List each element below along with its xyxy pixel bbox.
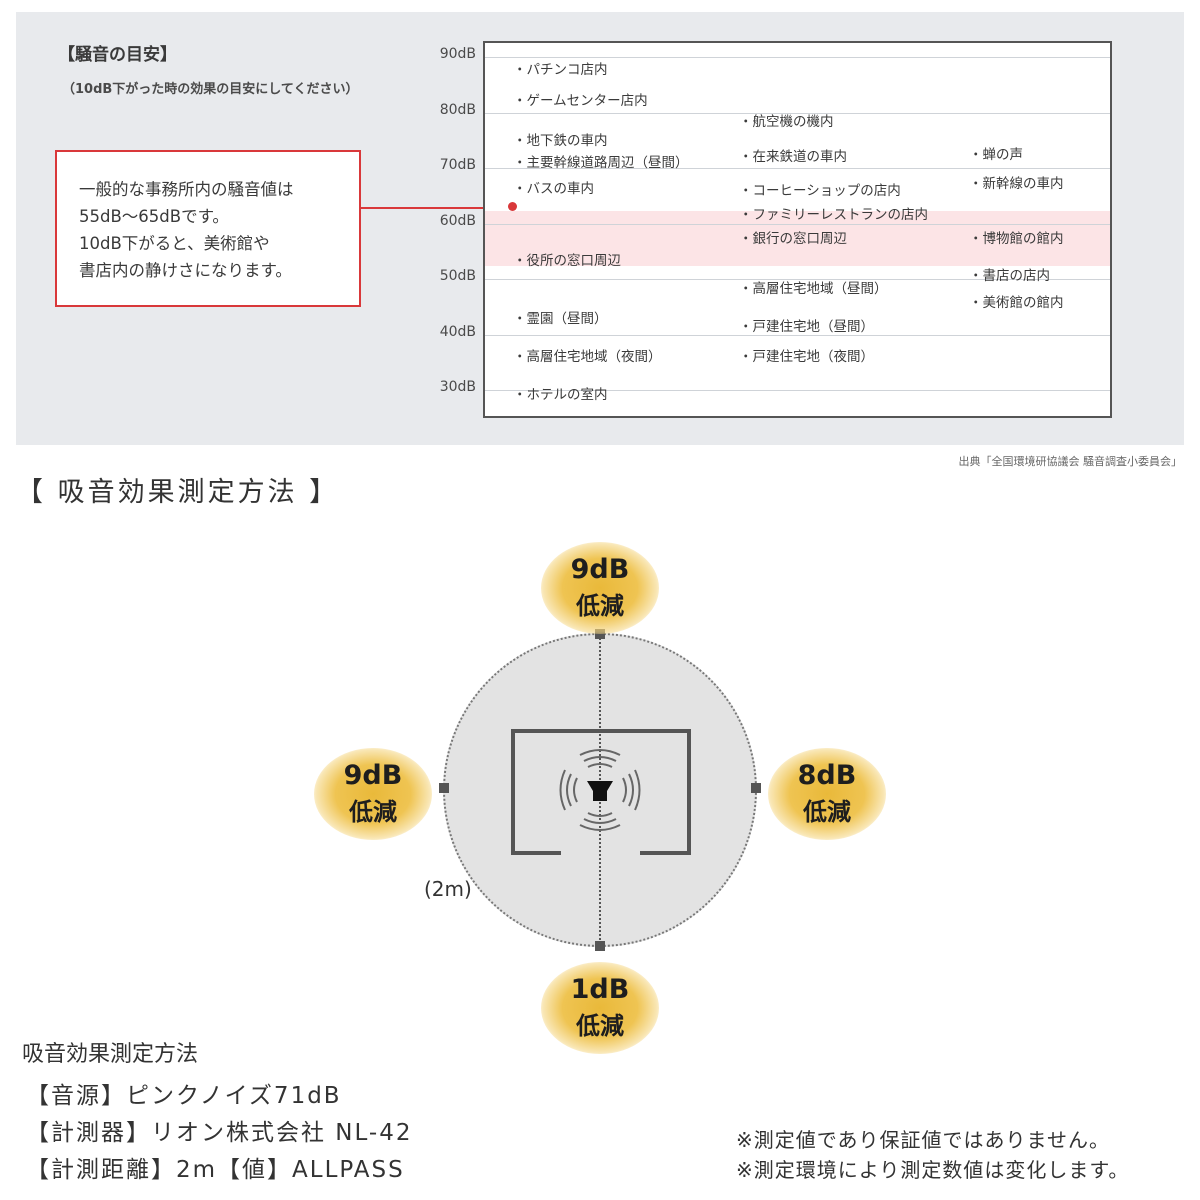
enclosure-floor-right — [640, 851, 691, 855]
office-noise-callout: 一般的な事務所内の騒音値は 55dB～65dBです。 10dB下がると、美術館や… — [55, 150, 361, 307]
office-noise-highlight-band — [485, 211, 1110, 266]
noise-item: ・美術館の館内 — [969, 295, 1064, 311]
noise-item: ・航空機の機内 — [739, 114, 834, 130]
noise-item: ・新幹線の車内 — [969, 176, 1064, 192]
method-heading: 【 吸音効果測定方法 】 — [16, 477, 340, 508]
grid-line-70 — [485, 168, 1110, 169]
noise-item: ・ファミリーレストランの店内 — [739, 207, 928, 223]
db-tick-label: 70dB — [439, 157, 476, 173]
noise-item: ・バスの車内 — [513, 181, 594, 197]
spec-distance-value: 【計測距離】2m【値】ALLPASS — [26, 1157, 405, 1183]
measure-point-bottom — [595, 941, 605, 951]
noise-item: ・蝉の声 — [969, 147, 1023, 163]
measure-point-top — [595, 629, 605, 639]
noise-item: ・ゲームセンター店内 — [513, 93, 648, 109]
db-tick-label: 50dB — [439, 268, 476, 284]
callout-line: 書店内の静けさになります。 — [79, 261, 292, 280]
noise-guide-subtitle: （10dB下がった時の効果の目安にしてください） — [62, 82, 359, 97]
noise-guide-title: 【騒音の目安】 — [58, 45, 177, 65]
speaker-icon — [559, 749, 641, 831]
reduction-value: 8dB — [797, 760, 857, 791]
db-tick-label: 80dB — [439, 102, 476, 118]
reduction-value: 9dB — [343, 760, 403, 791]
db-tick-label: 40dB — [439, 324, 476, 340]
distance-label: (2m) — [424, 877, 472, 901]
source-citation: 出典「全国環境研協議会 騒音調査小委員会」 — [958, 455, 1183, 468]
noise-guide-panel: 【騒音の目安】 （10dB下がった時の効果の目安にしてください） 一般的な事務所… — [16, 12, 1184, 445]
reduction-badge-right: 8dB 低減 — [768, 748, 886, 840]
reduction-badge-top: 9dB 低減 — [541, 542, 659, 634]
spec-sound-source: 【音源】ピンクノイズ71dB — [26, 1083, 342, 1109]
enclosure-floor-left — [511, 851, 561, 855]
grid-line-80 — [485, 113, 1110, 114]
grid-line-40 — [485, 335, 1110, 336]
reduction-badge-left: 9dB 低減 — [314, 748, 432, 840]
reduction-value: 1dB — [570, 974, 630, 1005]
noise-item: ・高層住宅地域（夜間） — [513, 349, 662, 365]
measure-point-left — [439, 783, 449, 793]
spec-instrument: 【計測器】リオン株式会社 NL-42 — [26, 1120, 413, 1146]
noise-item: ・地下鉄の車内 — [513, 133, 608, 149]
noise-item: ・主要幹線道路周辺（昼間） — [513, 155, 689, 171]
db-tick-label: 90dB — [439, 46, 476, 62]
disclaimer-note: ※測定環境により測定数値は変化します。 — [736, 1158, 1130, 1182]
disclaimer-note: ※測定値であり保証値ではありません。 — [736, 1128, 1110, 1152]
reduction-label: 低減 — [349, 798, 397, 826]
reduction-label: 低減 — [803, 798, 851, 826]
reduction-label: 低減 — [576, 592, 624, 620]
db-tick-label: 30dB — [439, 379, 476, 395]
callout-line: 55dB～65dBです。 — [79, 207, 229, 226]
reduction-value: 9dB — [570, 554, 630, 585]
noise-item: ・霊園（昼間） — [513, 311, 608, 327]
noise-item: ・役所の窓口周辺 — [513, 253, 621, 269]
noise-item: ・博物館の館内 — [969, 231, 1064, 247]
grid-line-90 — [485, 57, 1110, 58]
measurement-diagram: (2m) 9dB 低減 9dB 低減 8dB 低減 1dB 低減 — [0, 520, 1200, 1054]
callout-line: 一般的な事務所内の騒音値は — [79, 180, 294, 199]
specs-title: 吸音効果測定方法 — [22, 1042, 199, 1067]
noise-item: ・書店の店内 — [969, 268, 1050, 284]
enclosure-outline — [511, 729, 691, 855]
db-tick-label: 60dB — [439, 213, 476, 229]
noise-item: ・高層住宅地域（昼間） — [739, 281, 888, 297]
measure-point-right — [751, 783, 761, 793]
noise-item: ・コーヒーショップの店内 — [739, 183, 901, 199]
callout-line: 10dB下がると、美術館や — [79, 234, 270, 253]
reduction-label: 低減 — [576, 1012, 624, 1040]
noise-item: ・在来鉄道の車内 — [739, 149, 847, 165]
grid-line-50 — [485, 279, 1110, 280]
callout-connector-line — [361, 207, 513, 209]
noise-item: ・パチンコ店内 — [513, 62, 608, 78]
noise-item: ・戸建住宅地（夜間） — [739, 349, 874, 365]
reduction-badge-bottom: 1dB 低減 — [541, 962, 659, 1054]
noise-item: ・銀行の窓口周辺 — [739, 231, 847, 247]
noise-item: ・ホテルの室内 — [513, 387, 608, 403]
callout-anchor-dot — [508, 202, 517, 211]
grid-line-30 — [485, 390, 1110, 391]
grid-line-60 — [485, 224, 1110, 225]
noise-level-chart: ・パチンコ店内 ・ゲームセンター店内 ・地下鉄の車内 ・主要幹線道路周辺（昼間）… — [483, 41, 1112, 418]
noise-item: ・戸建住宅地（昼間） — [739, 319, 874, 335]
